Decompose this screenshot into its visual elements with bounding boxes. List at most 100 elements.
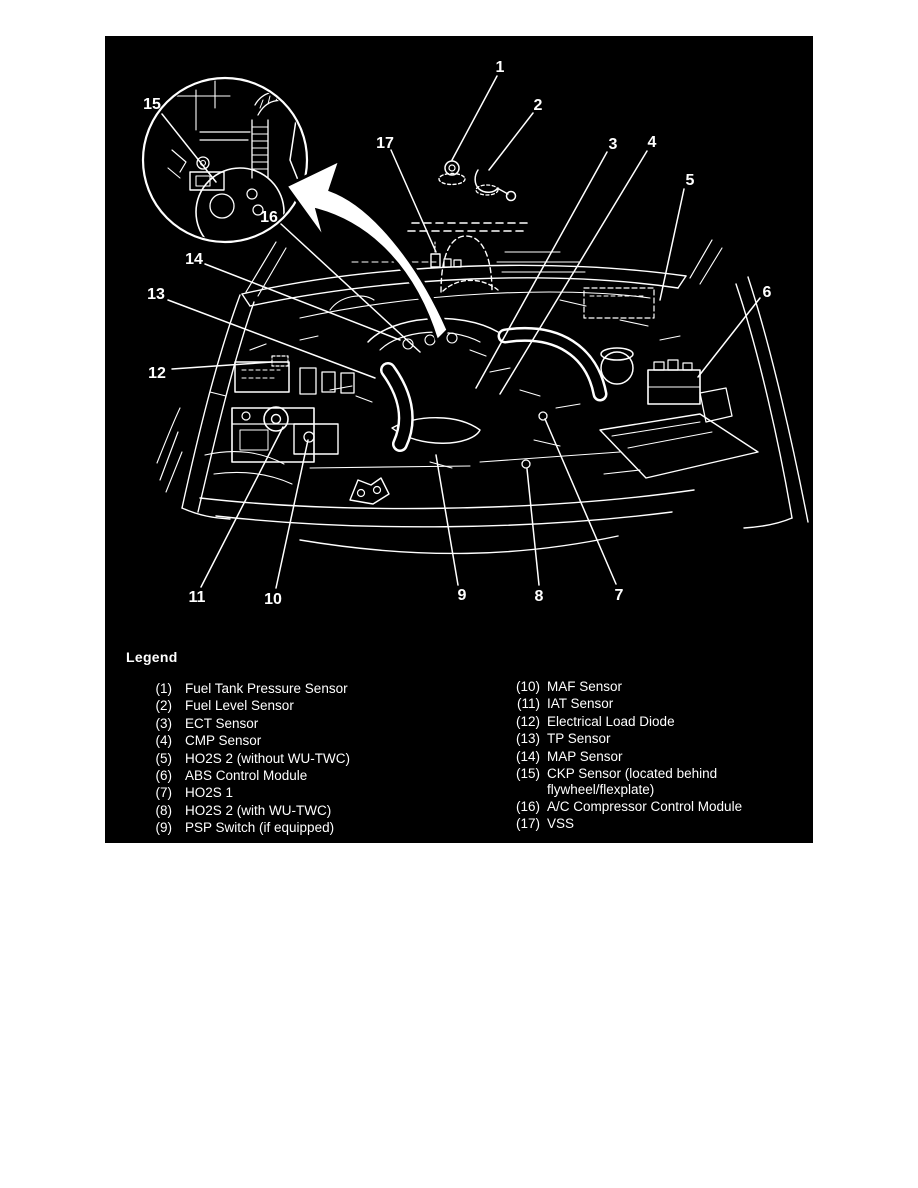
flywheel	[195, 167, 285, 240]
flywheel-inset	[141, 76, 309, 244]
reservoir-cylinder	[600, 347, 634, 385]
callout-label-4: 4	[648, 134, 657, 151]
bracket-with-holes	[349, 477, 390, 505]
legend-item-label: TP Sensor	[547, 731, 611, 747]
leader-16	[280, 223, 421, 353]
leader-17	[390, 149, 437, 253]
legend-item-num: (6)	[155, 767, 173, 783]
callout-label-9: 9	[458, 587, 467, 604]
legend-item-14: (14) MAP Sensor	[506, 748, 806, 765]
legend-item-label: HO2S 2 (without WU-TWC)	[185, 750, 351, 766]
legend-item-12: (12) Electrical Load Diode	[506, 713, 806, 730]
legend-item-7: (7) HO2S 1	[152, 784, 482, 801]
engine-compartment-figure: 1 2 3 4 5 6 7 8 9 10 11 12 13 14 15 16 1…	[105, 36, 813, 843]
leader-11	[200, 426, 284, 588]
callout-label-5: 5	[686, 172, 695, 189]
leader-10	[275, 439, 309, 589]
legend-item-3: (3) ECT Sensor	[152, 715, 482, 732]
inset-circle-border	[141, 76, 309, 244]
leader-3	[475, 151, 608, 389]
legend-item-5: (5) HO2S 2 (without WU-TWC)	[152, 750, 482, 767]
left-fender	[156, 294, 255, 513]
detail-texture	[209, 299, 681, 475]
legend-item-label: HO2S 2 (with WU-TWC)	[185, 802, 332, 818]
leader-7	[544, 418, 617, 585]
legend-item-8: (8) HO2S 2 (with WU-TWC)	[152, 802, 482, 819]
legend-item-label: ECT Sensor	[185, 715, 259, 731]
legend-item-num: (4)	[155, 733, 173, 749]
fuel-tank-pressure-sensor-icon	[438, 160, 466, 186]
legend-item-16: (16)A/C Compressor Control Module	[506, 798, 806, 815]
callout-label-8: 8	[535, 588, 544, 605]
relay-boxes	[299, 367, 355, 395]
leader-13	[167, 299, 376, 379]
engine-bay-art	[156, 160, 809, 555]
legend-title: Legend	[126, 649, 178, 665]
legend-item-15: (15) CKP Sensor (located behind	[506, 765, 806, 782]
legend-item-label: MAP Sensor	[547, 748, 623, 764]
legend-item-label: Electrical Load Diode	[547, 713, 675, 729]
electrical-load-diode-icon	[271, 355, 289, 367]
legend-item-num: (11)	[516, 696, 540, 712]
leader-1	[451, 75, 498, 161]
iat-sensor-boss	[263, 406, 289, 432]
leader-2	[488, 112, 534, 171]
legend-item-num: (1)	[155, 681, 173, 696]
legend-item-label: Fuel Level Sensor	[185, 698, 294, 714]
legend-item-13: (13)TP Sensor	[506, 730, 806, 747]
legend-item-num: (2)	[155, 698, 173, 714]
legend-item-num: (10)	[515, 679, 540, 694]
leader-5	[659, 188, 685, 301]
abs-control-module	[647, 359, 701, 405]
intake-hoses	[380, 327, 608, 452]
legend-item-9: (9)PSP Switch (if equipped)	[152, 819, 482, 836]
callout-label-6: 6	[763, 284, 772, 301]
callout-label-1: 1	[496, 59, 505, 76]
legend-column-right: (10) MAF Sensor (11) IAT Sensor (12) Electr…	[506, 678, 806, 833]
legend-item-num: (5)	[155, 750, 173, 766]
callout-label-16: 16	[260, 209, 278, 226]
leader-9	[435, 454, 459, 586]
legend-item-label: IAT Sensor	[547, 696, 614, 712]
legend-item-10: (10) MAF Sensor	[506, 678, 806, 695]
zoom-arrow	[283, 157, 450, 344]
legend-item-label: VSS	[547, 816, 575, 832]
legend-item-label: HO2S 1	[185, 785, 234, 801]
callout-label-12: 12	[148, 365, 166, 382]
callout-label-10: 10	[264, 591, 282, 608]
legend-item-num: (7)	[155, 785, 173, 801]
right-fender	[735, 276, 809, 523]
callout-leader-lines	[161, 75, 761, 589]
legend-item-label: ABS Control Module	[185, 767, 308, 783]
legend-item-17: (17) VSS	[506, 815, 806, 832]
callout-label-11: 11	[189, 589, 206, 606]
legend-item-2: (2) Fuel Level Sensor	[152, 697, 482, 714]
legend: Legend (1) Fuel Tank Pressure Sensor (2) F…	[105, 36, 813, 843]
leader-12	[171, 361, 273, 370]
legend-item-11: (11) IAT Sensor	[506, 695, 806, 712]
legend-item-label: PSP Switch (if equipped)	[185, 820, 335, 836]
legend-item-num: (14)	[515, 748, 540, 764]
callout-label-13: 13	[147, 286, 165, 303]
right-inner-panel	[599, 387, 759, 479]
legend-item-label: MAF Sensor	[547, 679, 623, 694]
legend-item-num: (16)	[515, 798, 540, 814]
legend-item-num: (17)	[515, 816, 540, 832]
engine-bay-line-art: 1 2 3 4 5 6 7 8 9 10 11 12 13 14 15 16 1…	[141, 59, 809, 608]
leader-4	[499, 150, 648, 395]
legend-item-1: (1) Fuel Tank Pressure Sensor	[152, 680, 482, 697]
legend-item-label: Fuel Tank Pressure Sensor	[185, 681, 348, 696]
cowl-panel	[241, 239, 723, 319]
legend-item-num: (3)	[155, 715, 173, 731]
callout-label-17: 17	[376, 135, 394, 152]
callout-label-3: 3	[609, 136, 618, 153]
air-cleaner-box	[293, 423, 339, 455]
ckp-sensor-body	[189, 171, 225, 191]
legend-item-label: CKP Sensor (located behind	[547, 765, 718, 781]
legend-column-left: (1) Fuel Tank Pressure Sensor (2) Fuel Lev…	[152, 680, 482, 837]
legend-item-label-wrap: flywheel/flexplate)	[547, 782, 655, 798]
legend-item-num: (8)	[155, 802, 173, 818]
legend-item-num: (15)	[515, 765, 540, 781]
legend-item-num: (12)	[515, 713, 540, 729]
